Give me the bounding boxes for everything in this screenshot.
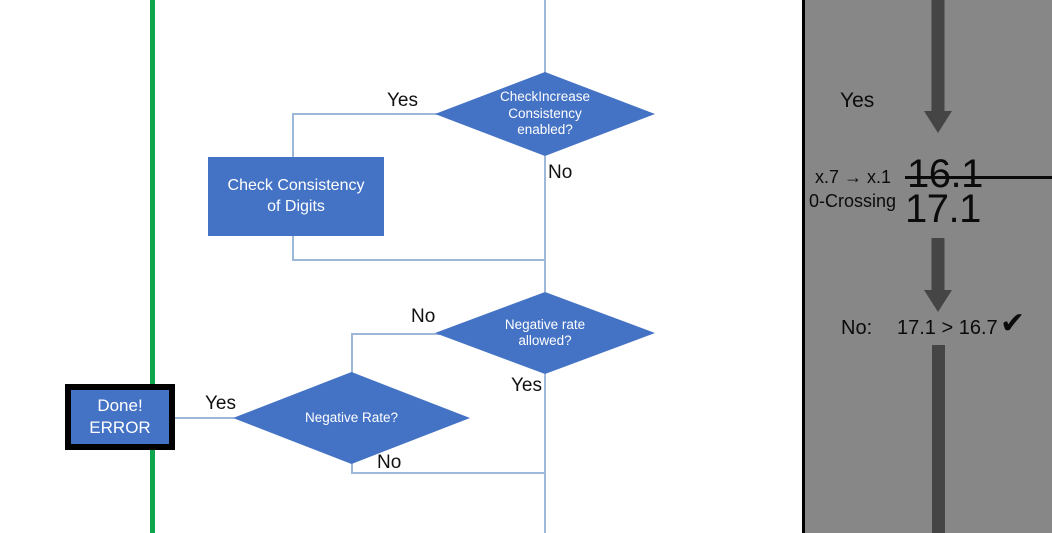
edge-label-negrate-allowed-no: No: [411, 306, 436, 327]
green-divider-line: [150, 0, 155, 533]
arrow-down-icon-1: [805, 0, 1052, 133]
connector-negrate-no-h: [351, 472, 546, 474]
decision-line-2: allowed?: [518, 333, 572, 348]
terminator-line-2: ERROR: [89, 418, 151, 437]
right-panel-value-struck: 16.1: [905, 153, 1052, 195]
connector-consistency-merge-h: [292, 259, 546, 261]
right-panel-value-result: 17.1: [905, 187, 981, 231]
decision-line-1: Negative rate: [504, 316, 586, 332]
decision-negative-rate-label: Negative Rate?: [299, 410, 404, 426]
right-panel-comparison-expression: 17.1 > 16.7: [897, 317, 998, 339]
checkmark-icon: ✔: [1000, 307, 1026, 340]
edge-label-negrate-no: No: [377, 452, 402, 473]
process-line-1: Check Consistency: [227, 176, 365, 194]
terminator-label: Done! ERROR: [89, 395, 150, 439]
right-panel-branch-label: Yes: [840, 89, 875, 112]
connector-trunk-to-negrate-allowed: [544, 259, 546, 292]
decision-negative-rate-allowed[interactable]: Negative rate allowed?: [435, 292, 655, 374]
connector-negrate-allowed-yes-v: [544, 374, 546, 533]
arrow-shaft-bottom: [932, 345, 945, 533]
decision-negative-rate[interactable]: Negative Rate?: [233, 372, 470, 464]
process-line-2: of Digits: [267, 197, 325, 215]
edge-label-checkincrease-yes: Yes: [387, 90, 418, 111]
arrow-head: [924, 290, 952, 312]
connector-checkincrease-yes-h: [292, 113, 442, 115]
right-panel-zero-crossing-label: 0-Crossing: [809, 191, 897, 211]
decision-line-3: enabled?: [517, 122, 573, 138]
decision-check-increase-label: CheckIncrease Consistency enabled?: [494, 89, 596, 138]
terminator-done-error[interactable]: Done! ERROR: [65, 384, 175, 450]
decision-line-2: Consistency: [508, 105, 582, 121]
arrow-down-icon-2: [805, 238, 1052, 312]
decision-line-1: Negative Rate?: [304, 409, 399, 425]
right-annotation-panel: Yes x.7 → x.1 0-Crossing 16.1 17.1 No: 1…: [802, 0, 1052, 533]
process-label: Check Consistency of Digits: [228, 176, 365, 218]
connector-checkincrease-no: [544, 156, 546, 261]
arrow-head: [924, 111, 952, 133]
right-panel-comparison-prefix: No:: [841, 317, 873, 339]
connector-checkincrease-yes-v: [292, 113, 294, 157]
right-panel-rounding-rule: x.7 → x.1: [815, 167, 892, 187]
decision-line-1: CheckIncrease: [499, 89, 591, 105]
arrow-shaft: [931, 238, 945, 290]
connector-top-trunk: [544, 0, 546, 74]
connector-negrate-allowed-no-h: [351, 333, 443, 335]
terminator-line-1: Done!: [97, 395, 143, 415]
edge-label-negrate-allowed-yes: Yes: [511, 375, 542, 396]
connector-negrate-no-v: [351, 463, 353, 474]
arrow-shaft: [931, 0, 945, 111]
edge-label-negrate-yes: Yes: [205, 393, 236, 414]
process-check-consistency-of-digits[interactable]: Check Consistency of Digits: [208, 157, 384, 236]
edge-label-checkincrease-no: No: [548, 162, 573, 183]
connector-negrate-allowed-no-v: [351, 333, 353, 373]
decision-negative-rate-allowed-label: Negative rate allowed?: [499, 317, 591, 350]
decision-check-increase-consistency[interactable]: CheckIncrease Consistency enabled?: [435, 72, 655, 156]
connector-consistency-out-v: [292, 236, 294, 261]
connector-negrate-yes-h: [174, 417, 234, 419]
